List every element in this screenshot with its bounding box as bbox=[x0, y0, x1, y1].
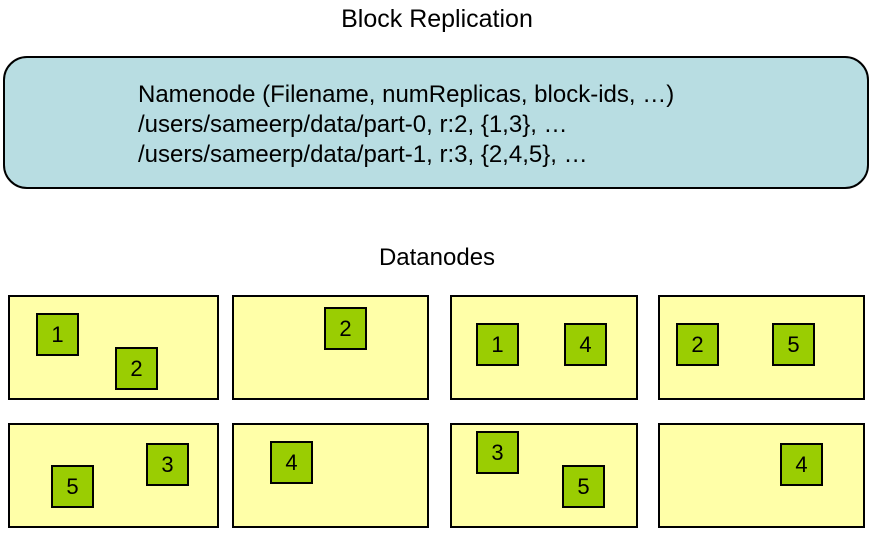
datanode-6[interactable]: 4 bbox=[232, 423, 429, 528]
page-title: Block Replication bbox=[341, 5, 533, 33]
namenode-panel: Namenode (Filename, numReplicas, block-i… bbox=[3, 56, 869, 189]
block-replica[interactable]: 5 bbox=[562, 465, 605, 508]
datanode-8[interactable]: 4 bbox=[658, 423, 865, 528]
block-replica[interactable]: 1 bbox=[476, 323, 519, 366]
block-replica[interactable]: 4 bbox=[270, 441, 313, 484]
block-replica[interactable]: 5 bbox=[772, 323, 815, 366]
block-replica[interactable]: 4 bbox=[564, 323, 607, 366]
namenode-line-schema: Namenode (Filename, numReplicas, block-i… bbox=[138, 81, 675, 108]
block-replica[interactable]: 3 bbox=[476, 431, 519, 474]
block-replica[interactable]: 2 bbox=[115, 347, 158, 390]
block-replica[interactable]: 4 bbox=[780, 443, 823, 486]
namenode-text: Namenode (Filename, numReplicas, block-i… bbox=[138, 80, 674, 170]
block-replica[interactable]: 2 bbox=[676, 323, 719, 366]
block-replica[interactable]: 5 bbox=[51, 465, 94, 508]
block-replica[interactable]: 1 bbox=[36, 313, 79, 356]
datanodes-heading: Datanodes bbox=[378, 244, 496, 271]
datanode-2[interactable]: 2 bbox=[232, 295, 429, 400]
namenode-line-part-1: /users/sameerp/data/part-1, r:3, {2,4,5}… bbox=[138, 141, 588, 168]
block-replica[interactable]: 2 bbox=[324, 307, 367, 350]
block-replica[interactable]: 3 bbox=[146, 443, 189, 486]
namenode-line-part-0: /users/sameerp/data/part-0, r:2, {1,3}, … bbox=[138, 111, 568, 138]
